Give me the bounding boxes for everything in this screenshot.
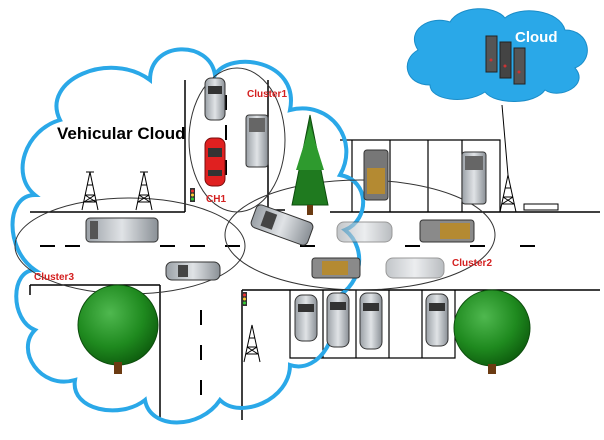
truck-icon bbox=[245, 114, 269, 168]
cluster-head-car-icon bbox=[204, 137, 226, 187]
cluster2-ellipse bbox=[224, 179, 496, 291]
roadside-unit bbox=[523, 203, 559, 211]
car-icon bbox=[336, 221, 393, 243]
remote-cloud: Cloud bbox=[406, 8, 588, 102]
traffic-light-icon bbox=[242, 292, 247, 306]
car-icon bbox=[204, 77, 226, 121]
bus-icon bbox=[85, 217, 159, 243]
pine-tree-icon bbox=[291, 114, 329, 215]
jeep-icon bbox=[363, 149, 389, 201]
tower-icon bbox=[499, 174, 517, 213]
car-icon bbox=[326, 292, 350, 348]
car-icon bbox=[385, 257, 445, 279]
server-icon bbox=[485, 35, 526, 85]
vehicular-cloud-outline bbox=[10, 47, 366, 425]
tower-icon bbox=[243, 324, 261, 363]
cloud-link bbox=[501, 104, 509, 176]
tower-icon bbox=[135, 171, 153, 211]
truck-icon bbox=[461, 151, 487, 205]
vehicular-cloud-title: Vehicular Cloud bbox=[57, 124, 185, 143]
car-icon bbox=[165, 261, 221, 281]
road-center-dashes bbox=[40, 95, 535, 395]
cluster-head-label: CH1 bbox=[206, 194, 226, 205]
car-icon bbox=[359, 292, 383, 350]
road-network bbox=[29, 80, 600, 420]
traffic-light-icon bbox=[190, 188, 195, 202]
jeep-icon bbox=[311, 257, 361, 279]
bush-tree-icon bbox=[77, 284, 159, 374]
cluster1-label: Cluster1 bbox=[247, 89, 287, 100]
cluster3-label: Cluster3 bbox=[34, 272, 74, 283]
car-icon bbox=[294, 294, 318, 342]
cluster2-label: Cluster2 bbox=[452, 258, 492, 269]
cloud-label: Cloud bbox=[515, 29, 558, 46]
jeep-icon bbox=[419, 219, 475, 243]
tower-icon bbox=[81, 171, 99, 211]
car-icon bbox=[425, 293, 449, 347]
suv-icon bbox=[250, 204, 314, 246]
bush-tree-icon bbox=[453, 289, 531, 374]
